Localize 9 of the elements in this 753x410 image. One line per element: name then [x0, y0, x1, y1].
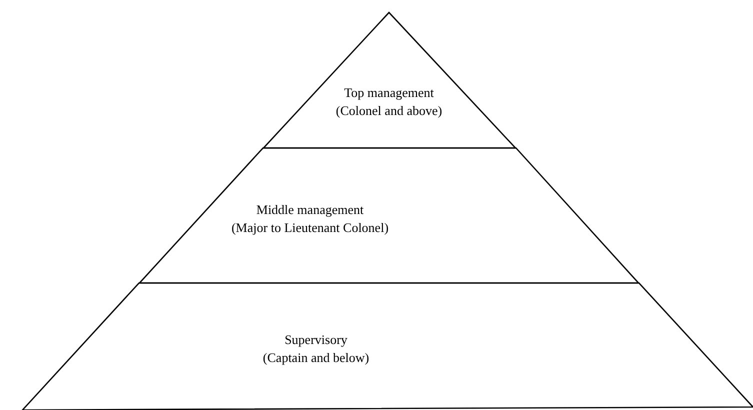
- tier-title: Top management: [344, 84, 434, 102]
- pyramid-tier: [22, 283, 753, 410]
- tier-title: Supervisory: [284, 331, 348, 349]
- pyramid-tier: [263, 12, 516, 148]
- tier-subtitle: (Colonel and above): [336, 102, 442, 120]
- tier-title: Middle management: [256, 201, 364, 219]
- tier-subtitle: (Major to Lieutenant Colonel): [231, 219, 389, 237]
- pyramid-tier: [139, 148, 639, 283]
- tier-subtitle: (Captain and below): [262, 349, 370, 367]
